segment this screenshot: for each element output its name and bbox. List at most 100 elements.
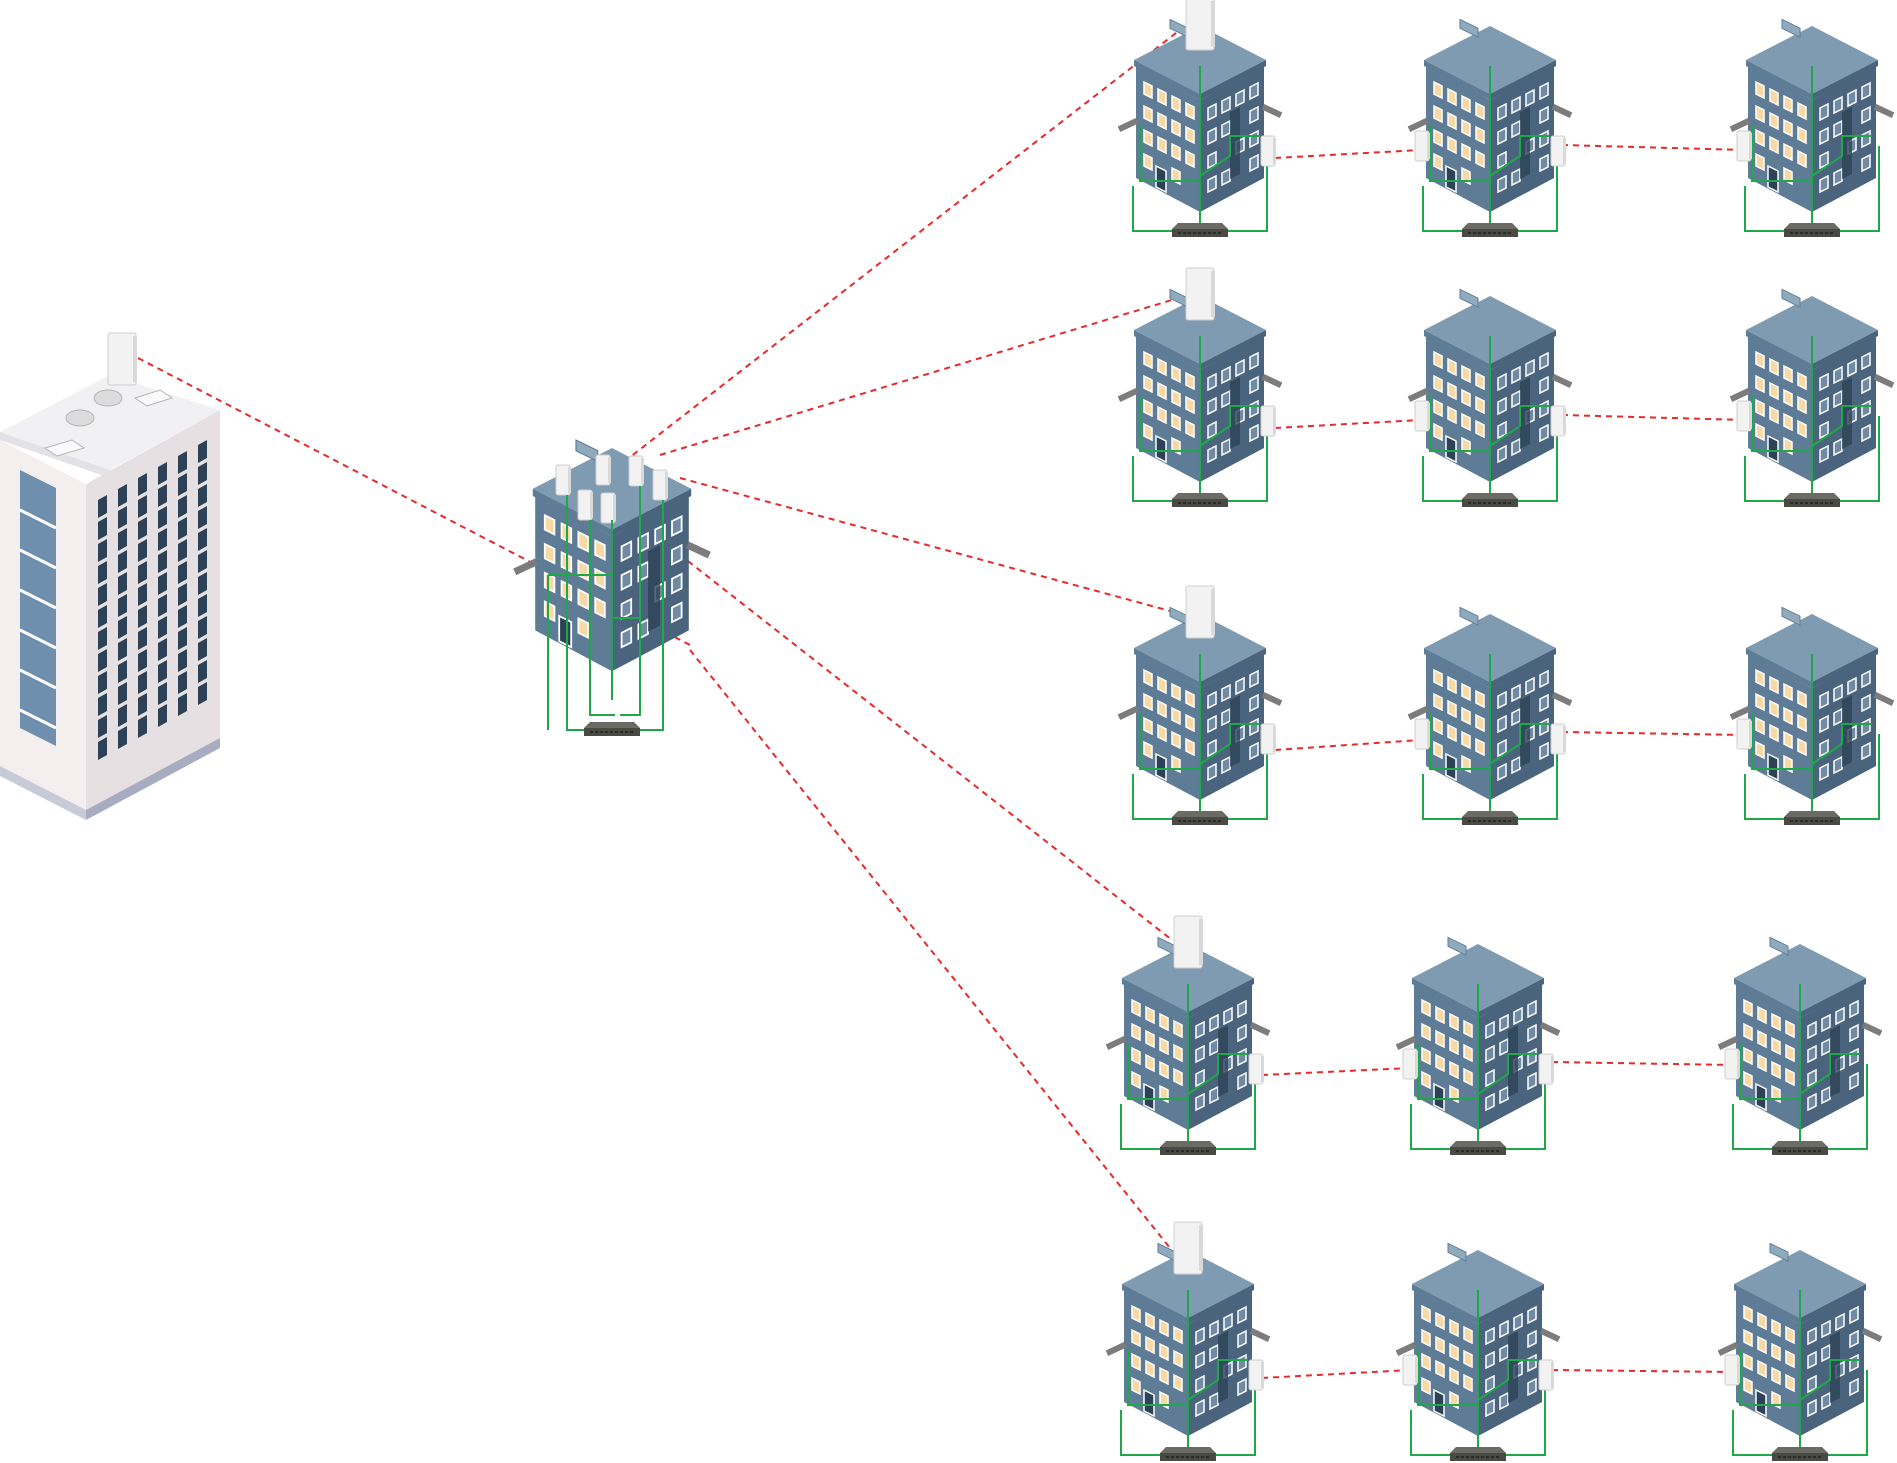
building-r5c3 (1716, 1242, 1884, 1462)
window (138, 583, 147, 606)
window (158, 616, 167, 639)
rooftop-radio-icon (1173, 915, 1204, 969)
window (178, 693, 187, 716)
window (158, 594, 167, 617)
window (118, 726, 127, 749)
radio-icon (1248, 1053, 1265, 1085)
client-buildings (1104, 0, 1896, 1462)
radio-icon (1260, 135, 1277, 167)
window (118, 638, 127, 661)
poe-switch-icon (1461, 810, 1519, 826)
window (158, 704, 167, 727)
window (138, 517, 147, 540)
window (178, 649, 187, 672)
poe-switch-icon (1449, 1140, 1507, 1156)
rooftop-radio-icon (1185, 0, 1216, 51)
radio-icon (1538, 1053, 1555, 1085)
window (98, 715, 107, 738)
window (118, 660, 127, 683)
poe-switch-icon (1461, 492, 1519, 508)
link-r4c2-r4c3 (1551, 1061, 1736, 1066)
link-hub-r5c1 (689, 649, 1171, 1249)
window (178, 561, 187, 584)
link-r5c2-r5c3 (1551, 1369, 1736, 1373)
link-hub-r4c1 (609, 499, 1173, 941)
radio-icon (1414, 400, 1431, 432)
window (138, 671, 147, 694)
ethernet-cables (1120, 984, 1256, 1150)
radio-icon (1550, 135, 1567, 167)
poe-switch-icon (1783, 222, 1841, 238)
building-r4c3 (1716, 936, 1884, 1156)
poe-switch-icon (1171, 492, 1229, 508)
radio-icon (1724, 1048, 1741, 1080)
ethernet-cables (1132, 336, 1268, 502)
window (98, 539, 107, 562)
window (138, 561, 147, 584)
radio-icon (1736, 130, 1753, 162)
link-hub-r2c1 (659, 295, 1186, 456)
poe-switch-icon (1171, 810, 1229, 826)
poe-switch-icon (1461, 222, 1519, 238)
building-r4c1 (1104, 915, 1272, 1156)
window (158, 484, 167, 507)
window (118, 682, 127, 705)
link-hub-r3c1 (679, 477, 1186, 616)
link-r1c1-r1c2 (1274, 149, 1421, 159)
poe-switch-icon (1171, 222, 1229, 238)
poe-switch-icon (1449, 1446, 1507, 1462)
building-r3c2 (1406, 606, 1574, 826)
window (198, 462, 207, 485)
poe-switch-icon (1771, 1446, 1829, 1462)
window (118, 572, 127, 595)
building-r2c2 (1406, 288, 1574, 508)
radio-icon (1260, 723, 1277, 755)
window (98, 561, 107, 584)
radio-icon (1550, 723, 1567, 755)
link-r2c2-r2c3 (1561, 414, 1746, 421)
window (198, 550, 207, 573)
link-r2c1-r2c2 (1274, 419, 1421, 429)
window (198, 440, 207, 463)
building-r5c1 (1104, 1221, 1272, 1462)
highrise-building-icon (0, 332, 220, 820)
window (178, 451, 187, 474)
window (98, 737, 107, 760)
window (98, 649, 107, 672)
window (118, 528, 127, 551)
rooftop-radio-icon (1185, 267, 1216, 321)
building-r1c3 (1728, 18, 1896, 238)
radio-icon (1414, 718, 1431, 750)
radio-icon (1414, 130, 1431, 162)
window (178, 517, 187, 540)
window (158, 682, 167, 705)
radio-icon (1550, 405, 1567, 437)
window (138, 715, 147, 738)
window (98, 583, 107, 606)
window (198, 528, 207, 551)
window (178, 473, 187, 496)
window (178, 495, 187, 518)
link-r5c1-r5c2 (1261, 1369, 1411, 1379)
hub-building (512, 439, 712, 737)
ethernet-cables (1120, 1290, 1256, 1456)
window (198, 682, 207, 705)
window (118, 506, 127, 529)
link-hub-r1c1 (597, 25, 1186, 483)
poe-switch-icon (1159, 1446, 1217, 1462)
building-r3c3 (1728, 606, 1896, 826)
window (198, 616, 207, 639)
window (118, 550, 127, 573)
radio-icon (1736, 400, 1753, 432)
window (158, 550, 167, 573)
poe-switch-icon (1159, 1140, 1217, 1156)
window (118, 616, 127, 639)
radio-icon (1724, 1354, 1741, 1386)
window (198, 594, 207, 617)
window (98, 495, 107, 518)
window (198, 484, 207, 507)
window (118, 704, 127, 727)
window (158, 660, 167, 683)
window (198, 572, 207, 595)
